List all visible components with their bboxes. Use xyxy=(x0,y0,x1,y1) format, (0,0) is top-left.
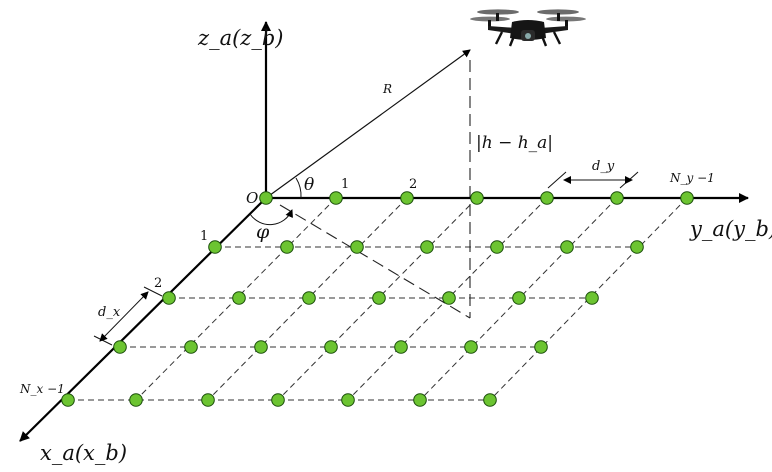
antenna-node xyxy=(470,191,484,205)
antenna-node xyxy=(413,393,427,407)
antenna-node xyxy=(680,191,694,205)
nx-minus-1-label: N_x −1 xyxy=(19,382,65,396)
ny-minus-1-label: N_y −1 xyxy=(669,171,715,185)
antenna-node xyxy=(302,291,316,305)
antenna-node xyxy=(560,240,574,254)
antenna-node xyxy=(201,393,215,407)
range-vector xyxy=(265,49,471,199)
antenna-node xyxy=(350,240,364,254)
dx-tick-top xyxy=(143,286,163,297)
antenna-node xyxy=(232,291,246,305)
antenna-node xyxy=(394,340,408,354)
antenna-node xyxy=(483,393,497,407)
antenna-node xyxy=(341,393,355,407)
antenna-node xyxy=(610,191,624,205)
antenna-node xyxy=(329,191,343,205)
antenna-node xyxy=(254,340,268,354)
antenna-nodes xyxy=(61,191,694,407)
z-axis-label: z_a(z_b) xyxy=(197,26,283,50)
antenna-node xyxy=(113,340,127,354)
height-diff-label: |h − h_a| xyxy=(476,133,553,153)
x-index-1-label: 1 xyxy=(200,229,208,244)
theta-arc xyxy=(295,177,302,199)
y-index-2-label: 2 xyxy=(409,177,417,192)
antenna-node xyxy=(420,240,434,254)
origin-label: O xyxy=(246,189,258,207)
antenna-node xyxy=(534,340,548,354)
dy-label: d_y xyxy=(592,159,615,174)
antenna-node xyxy=(630,240,644,254)
x-axis-label: x_a(x_b) xyxy=(40,441,127,465)
antenna-node xyxy=(129,393,143,407)
antenna-node xyxy=(464,340,478,354)
drone-ground-projection xyxy=(279,204,471,319)
antenna-node xyxy=(324,340,338,354)
antenna-node xyxy=(585,291,599,305)
antenna-node xyxy=(208,240,222,254)
antenna-node xyxy=(61,393,75,407)
antenna-node xyxy=(162,291,176,305)
antenna-node xyxy=(540,191,554,205)
dx-dimension-line xyxy=(99,291,149,342)
x-axis xyxy=(19,197,267,442)
antenna-node xyxy=(442,291,456,305)
theta-label: θ xyxy=(304,175,314,195)
antenna-node xyxy=(512,291,526,305)
drone-icon xyxy=(470,9,586,47)
antenna-node xyxy=(490,240,504,254)
antenna-node xyxy=(271,393,285,407)
range-label: R xyxy=(382,82,392,96)
antenna-node xyxy=(372,291,386,305)
grid-columns xyxy=(135,197,688,401)
x-index-2-label: 2 xyxy=(154,276,162,291)
dy-tick-left xyxy=(547,171,567,189)
antenna-node xyxy=(280,240,294,254)
origin-node xyxy=(259,191,273,205)
phi-arc xyxy=(249,209,293,226)
antenna-node xyxy=(400,191,414,205)
y-axis-label: y_a(y_b) xyxy=(689,217,772,241)
dx-label: d_x xyxy=(98,305,121,320)
y-index-1-label: 1 xyxy=(341,177,349,192)
phi-label: φ xyxy=(256,221,270,243)
antenna-node xyxy=(184,340,198,354)
